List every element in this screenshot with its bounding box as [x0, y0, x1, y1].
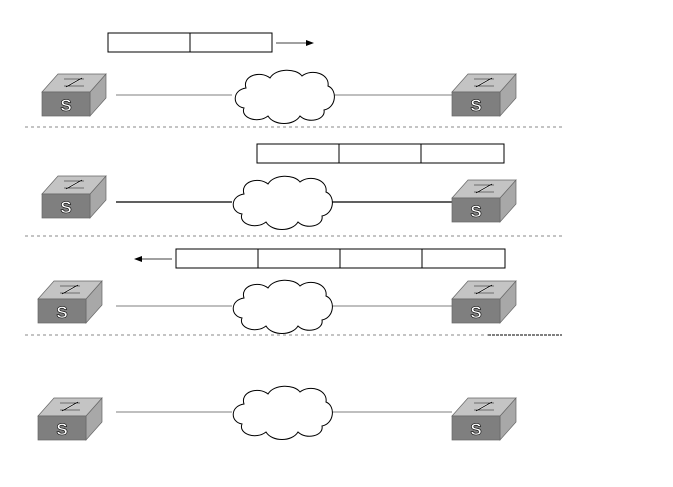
network-cloud-icon	[235, 70, 334, 123]
arrow-right-icon	[276, 40, 314, 46]
switch-icon: S	[452, 281, 516, 323]
packet-field	[257, 144, 339, 163]
row-2: S S	[42, 144, 516, 230]
packet-field	[340, 249, 422, 268]
network-cloud-icon	[233, 176, 332, 229]
packet-field	[108, 33, 190, 52]
switch-icon: S	[452, 74, 516, 116]
switch-icon: S	[42, 176, 106, 218]
row-3: S S	[38, 249, 516, 334]
row-1: S S	[42, 33, 516, 124]
packet-field	[339, 144, 421, 163]
switch-label: S	[470, 202, 481, 221]
packet-field	[258, 249, 340, 268]
switch-label: S	[60, 198, 71, 217]
switch-icon: S	[452, 180, 516, 222]
packet-field	[190, 33, 272, 52]
row-4: S S	[38, 386, 516, 440]
switch-label: S	[470, 303, 481, 322]
switch-icon: S	[452, 398, 516, 440]
switch-label: S	[56, 303, 67, 322]
packet-row-2	[257, 144, 504, 163]
switch-icon: S	[38, 398, 102, 440]
packet-row-1	[108, 33, 272, 52]
network-cloud-icon	[233, 280, 332, 333]
switch-label: S	[60, 96, 71, 115]
switch-icon: S	[38, 281, 102, 323]
switch-icon: S	[42, 74, 106, 116]
switch-label: S	[470, 420, 481, 439]
packet-row-3	[176, 249, 505, 268]
network-cloud-icon	[233, 386, 332, 439]
packet-field	[421, 144, 504, 163]
packet-field	[422, 249, 505, 268]
arrow-left-icon	[134, 256, 172, 262]
switch-label: S	[56, 420, 67, 439]
switch-label: S	[470, 96, 481, 115]
packet-field	[176, 249, 258, 268]
